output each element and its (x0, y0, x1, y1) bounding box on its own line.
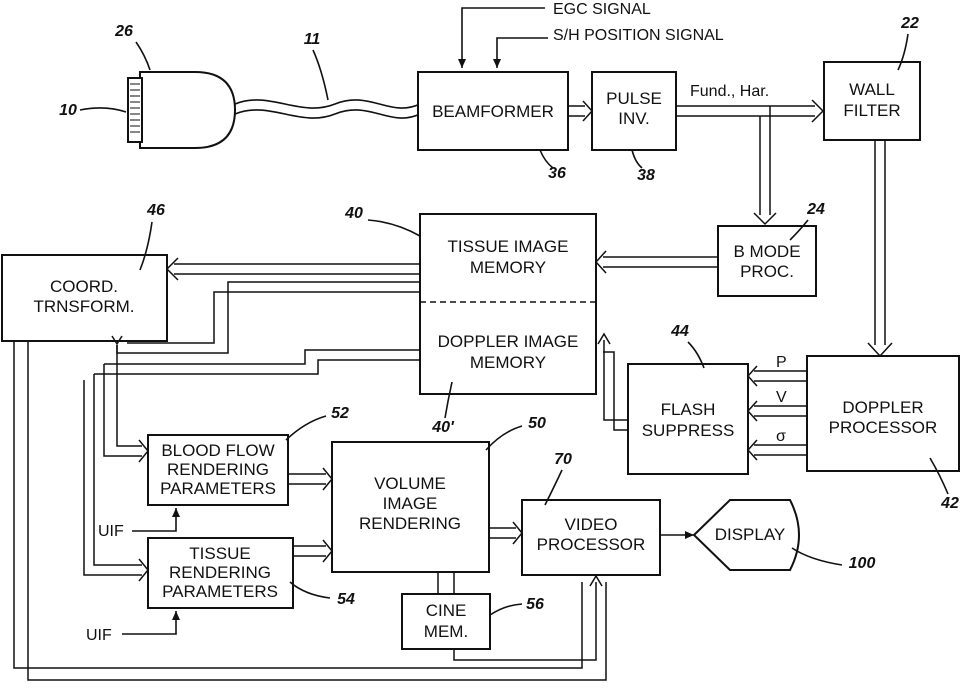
coord-transform-label-1: COORD. (50, 277, 118, 296)
display-label: DISPLAY (715, 525, 786, 544)
svg-text:24: 24 (806, 201, 825, 218)
egc-signal-label: EGC SIGNAL (553, 1, 651, 18)
coord-transform-label-2: TRNSFORM. (33, 297, 134, 316)
svg-text:56: 56 (526, 596, 544, 613)
svg-text:40: 40 (344, 205, 363, 222)
flash-suppress-label-2: SUPPRESS (642, 421, 735, 440)
svg-text:42: 42 (940, 495, 959, 512)
svg-text:46: 46 (146, 202, 165, 219)
doppler-image-memory-label-1: DOPPLER IMAGE (438, 332, 579, 351)
cine-mem-label-1: CINE (426, 601, 467, 620)
volume-rendering-label-1: VOLUME (374, 474, 446, 493)
svg-text:50: 50 (528, 415, 546, 432)
video-processor-label-1: VIDEO (565, 515, 618, 534)
p-signal-label: P (776, 354, 787, 371)
tissue-rendering-label-1: TISSUE (189, 544, 250, 563)
uif-label-2: UIF (86, 627, 112, 644)
transducer-probe-icon (128, 72, 235, 148)
svg-text:38: 38 (637, 167, 655, 184)
tissue-image-memory-label-2: MEMORY (470, 258, 546, 277)
blood-flow-label-1: BLOOD FLOW (161, 441, 274, 460)
cine-mem-label-2: MEM. (424, 622, 468, 641)
fund-har-label: Fund., Har. (690, 83, 769, 100)
v-signal-label: V (776, 389, 787, 406)
blood-flow-label-3: PARAMETERS (160, 479, 276, 498)
flash-suppress-box (628, 364, 748, 474)
pulse-inv-label-2: INV. (618, 109, 650, 128)
sigma-signal-label: σ (776, 428, 786, 445)
svg-text:40': 40' (431, 419, 455, 436)
beamformer-label: BEAMFORMER (432, 102, 554, 121)
svg-text:44: 44 (670, 323, 689, 340)
svg-text:52: 52 (331, 405, 349, 422)
doppler-image-memory-label-2: MEMORY (470, 353, 546, 372)
doppler-processor-label-1: DOPPLER (842, 398, 923, 417)
b-mode-proc-label-2: PROC. (740, 262, 794, 281)
svg-text:54: 54 (337, 591, 355, 608)
volume-rendering-label-3: RENDERING (359, 514, 461, 533)
doppler-processor-label-2: PROCESSOR (829, 418, 938, 437)
blood-flow-label-2: RENDERING (167, 460, 269, 479)
svg-text:22: 22 (900, 15, 919, 32)
wall-filter-label-1: WALL (849, 80, 895, 99)
probe-cable (235, 100, 420, 108)
b-mode-proc-box (718, 226, 816, 296)
tissue-rendering-label-2: RENDERING (169, 563, 271, 582)
volume-rendering-label-2: IMAGE (383, 494, 438, 513)
uif-label-1: UIF (98, 523, 124, 540)
flash-suppress-label-1: FLASH (661, 400, 716, 419)
svg-text:100: 100 (849, 555, 876, 572)
pulse-inv-label-1: PULSE (606, 89, 662, 108)
b-mode-proc-label-1: B MODE (733, 242, 800, 261)
svg-text:10: 10 (59, 102, 77, 119)
tissue-rendering-label-3: PARAMETERS (162, 582, 278, 601)
svg-text:26: 26 (114, 23, 133, 40)
svg-text:70: 70 (554, 451, 572, 468)
video-processor-label-2: PROCESSOR (537, 535, 646, 554)
svg-text:11: 11 (304, 31, 321, 48)
svg-text:36: 36 (548, 165, 566, 182)
wall-filter-label-2: FILTER (843, 101, 900, 120)
sh-position-signal-label: S/H POSITION SIGNAL (553, 27, 724, 44)
tissue-image-memory-label-1: TISSUE IMAGE (448, 237, 569, 256)
